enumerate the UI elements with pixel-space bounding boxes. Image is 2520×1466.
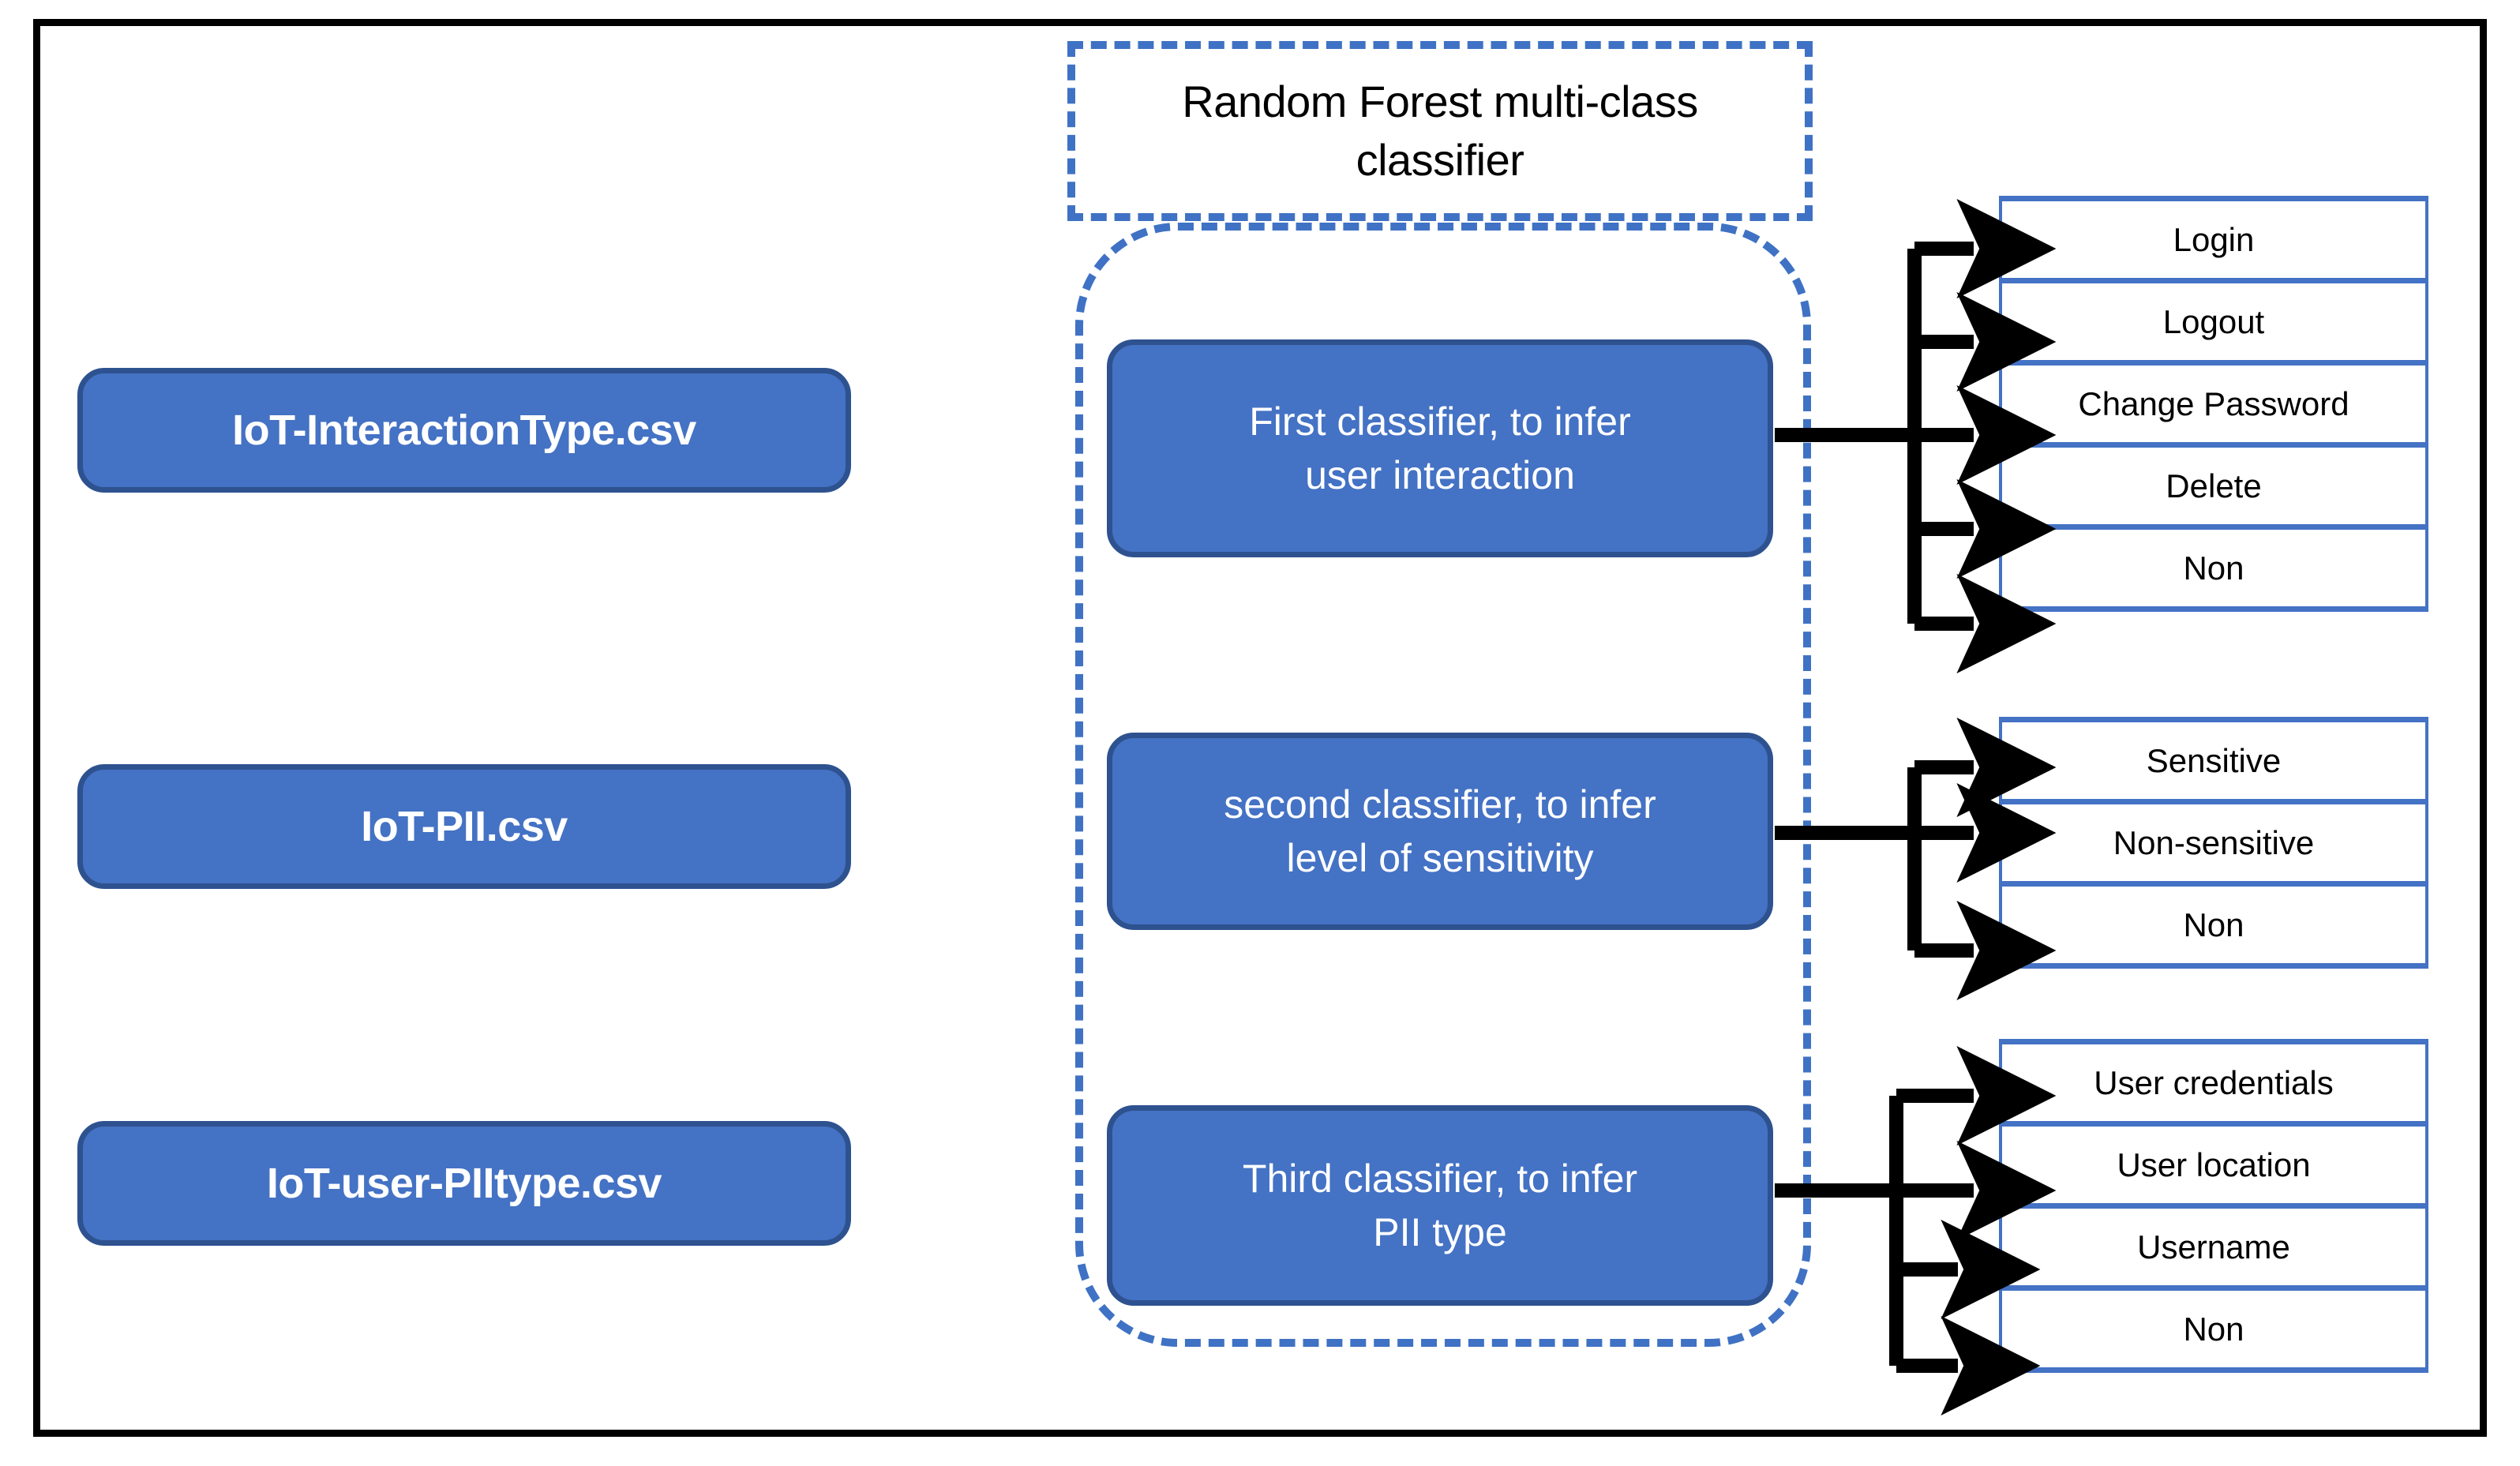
dataset-box-iot-user-piitype[interactable]: IoT-user-PIItype.csv bbox=[77, 1121, 851, 1246]
classifier-box-first[interactable]: First classifier, to infer user interact… bbox=[1107, 339, 1773, 557]
output-box[interactable]: Login bbox=[1999, 196, 2428, 283]
output-group-pii-type-classes: User credentials User location Username … bbox=[1999, 1039, 2428, 1373]
page-title: Random Forest multi-class classifier bbox=[1182, 77, 1698, 185]
output-box[interactable]: Non bbox=[1999, 524, 2428, 612]
output-box[interactable]: Non-sensitive bbox=[1999, 799, 2428, 887]
outer-frame-border bbox=[33, 19, 2487, 1437]
classifier-box-third[interactable]: Third classifier, to infer PII type bbox=[1107, 1105, 1773, 1306]
output-box[interactable]: User credentials bbox=[1999, 1039, 2428, 1127]
output-box[interactable]: Non bbox=[1999, 881, 2428, 969]
classifier-label-line2: level of sensitivity bbox=[1286, 836, 1594, 880]
classifier-label: second classifier, to infer level of sen… bbox=[1141, 778, 1739, 885]
dataset-label: IoT-InteractionType.csv bbox=[232, 407, 696, 454]
output-box[interactable]: Delete bbox=[1999, 442, 2428, 530]
dataset-label: IoT-user-PIItype.csv bbox=[266, 1160, 662, 1207]
dataset-box-iot-pii[interactable]: IoT-PII.csv bbox=[77, 764, 851, 889]
classifier-group-container bbox=[1075, 223, 1811, 1347]
classifier-label-line2: PII type bbox=[1373, 1210, 1507, 1254]
classifier-label-line1: second classifier, to infer bbox=[1224, 782, 1656, 827]
classifier-label: Third classifier, to infer PII type bbox=[1141, 1152, 1739, 1259]
output-box[interactable]: Logout bbox=[1999, 278, 2428, 366]
classifier-label-line1: First classifier, to infer bbox=[1249, 399, 1631, 444]
classifier-label-line1: Third classifier, to infer bbox=[1242, 1157, 1638, 1201]
output-box[interactable]: Username bbox=[1999, 1203, 2428, 1291]
title-box: Random Forest multi-class classifier bbox=[1067, 41, 1813, 221]
output-box[interactable]: Change Password bbox=[1999, 360, 2428, 448]
classifier-label-line2: user interaction bbox=[1305, 453, 1575, 497]
dataset-label: IoT-PII.csv bbox=[361, 803, 568, 850]
output-box[interactable]: User location bbox=[1999, 1121, 2428, 1209]
classifier-box-second[interactable]: second classifier, to infer level of sen… bbox=[1107, 733, 1773, 930]
output-group-user-interaction-classes: Login Logout Change Password Delete Non bbox=[1999, 196, 2428, 612]
classifier-label: First classifier, to infer user interact… bbox=[1141, 395, 1739, 502]
output-box[interactable]: Sensitive bbox=[1999, 717, 2428, 804]
output-group-sensitivity-level-classes: Sensitive Non-sensitive Non bbox=[1999, 717, 2428, 969]
dataset-box-iot-interactiontype[interactable]: IoT-InteractionType.csv bbox=[77, 368, 851, 493]
output-box[interactable]: Non bbox=[1999, 1285, 2428, 1373]
